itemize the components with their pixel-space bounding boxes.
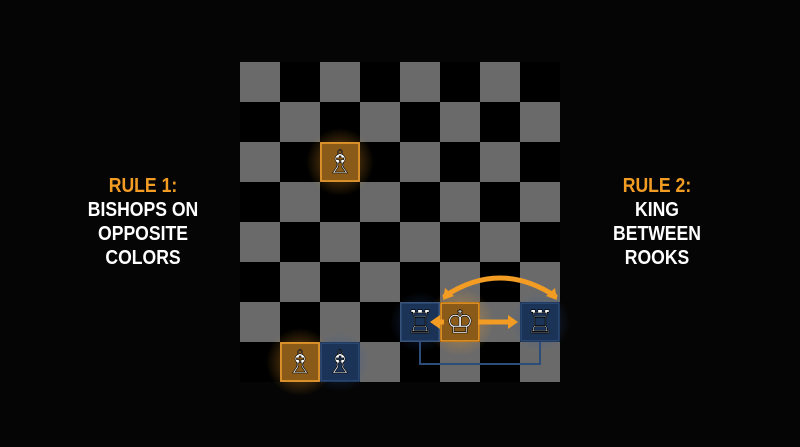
board-square [440,142,480,182]
board-square [400,102,440,142]
board-square [400,142,440,182]
rook-right-icon: ♖ [526,303,555,341]
rook-right-highlight [520,302,560,342]
board-square [520,182,560,222]
board-square [280,102,320,142]
board-square [520,222,560,262]
board-square [240,142,280,182]
bishop-dark-square-b-icon: ♗ [326,343,355,381]
king-right-arrowhead [508,315,518,329]
board-square [280,182,320,222]
board-square [320,62,360,102]
bishop-dark-square-a-highlight [280,342,320,382]
board-square [480,222,520,262]
board-square [360,182,400,222]
rook-left-icon: ♖ [406,303,435,341]
bishop-light-square-highlight [320,142,360,182]
board-square [280,62,320,102]
board-square [520,142,560,182]
rule-2-line-3: ROOKS [624,247,690,269]
rule-1-line-3: COLORS [105,247,181,269]
rule-1-line-1: BISHOPS ON [87,199,199,221]
arc-arrowhead-right [546,288,557,300]
king-icon: ♔ [446,303,475,341]
board-square [360,262,400,302]
board-square [240,222,280,262]
board-square [240,262,280,302]
arc-arrowhead-left [443,288,454,300]
board-square [480,342,520,382]
board-square [280,222,320,262]
board-square [480,62,520,102]
board-square [440,222,480,262]
board-square [400,222,440,262]
rule-1-title: RULE 1: [108,175,178,197]
board-square [400,62,440,102]
board-square [520,102,560,142]
board-square [440,102,480,142]
board-square [520,62,560,102]
board-square [240,102,280,142]
castling-swap-arc [442,275,558,299]
board-square [480,182,520,222]
board-square [240,62,280,102]
bishop-light-square-icon: ♗ [326,143,355,181]
board-square [360,102,400,142]
board-square [320,262,360,302]
board-pieces: ♗ ♗ ♗ ♖ ♔ ♖ [280,142,560,382]
board-square [240,182,280,222]
rule-2-line-2: BETWEEN [613,223,701,245]
bishop-dark-square-a-icon: ♗ [286,343,315,381]
rule-1-caption: RULE 1: BISHOPS ON OPPOSITE COLORS [64,174,222,270]
board-square [480,102,520,142]
board-square [400,182,440,222]
board-square [360,222,400,262]
rule-2-line-1: KING [635,199,679,221]
rule-2-title: RULE 2: [622,175,692,197]
castling-arrows [419,275,558,365]
board-square [280,262,320,302]
king-left-arrowhead [430,315,440,329]
rule-2-caption: RULE 2: KING BETWEEN ROOKS [578,174,736,270]
board-square [480,262,520,302]
board-square [240,302,280,342]
board-square [360,62,400,102]
bishop-dark-square-b-highlight [320,342,360,382]
board-square [440,62,480,102]
rule-1-line-2: OPPOSITE [98,223,188,245]
rook-bracket-line [419,342,541,365]
board-square [480,142,520,182]
board-square [440,182,480,222]
board-square [320,222,360,262]
